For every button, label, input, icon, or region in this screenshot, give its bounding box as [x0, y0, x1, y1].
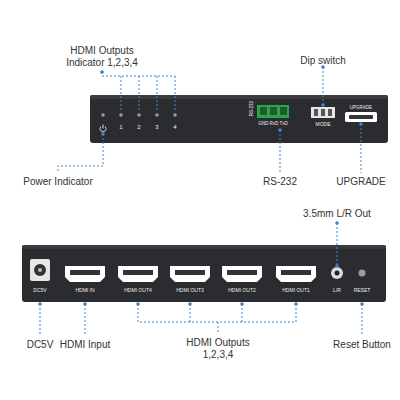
port-marking: UPGRADE	[350, 105, 372, 110]
port-marking: HDMI OUT4	[124, 288, 152, 294]
port-marking: HDMI OUT1	[282, 288, 310, 294]
led-number: 3	[155, 124, 158, 131]
callout-label: HDMI Outputs 1,2,3,4	[178, 337, 258, 360]
callout-label: UPGRADE	[336, 176, 385, 188]
rear-panel	[22, 245, 386, 302]
callout-label: HDMI Input	[60, 339, 111, 351]
callout-label: Dip switch	[300, 55, 346, 67]
callout-label: Reset Button	[333, 339, 391, 351]
dc-jack	[30, 259, 50, 281]
reset-button	[359, 270, 366, 277]
port-marking: DC5V	[33, 288, 46, 294]
callout-label: HDMI Outputs Indicator 1,2,3,4	[54, 45, 150, 68]
port-marking: HDMI OUT3	[176, 288, 204, 294]
led-number: 4	[173, 124, 176, 131]
port-marking: MODE	[316, 122, 331, 128]
port-marking: HDMI OUT2	[228, 288, 256, 294]
callout-label: Power Indicator	[23, 176, 92, 188]
led-number: 1	[119, 124, 122, 131]
front-panel	[90, 95, 388, 143]
port-marking: RS-232	[249, 101, 254, 116]
audio-jack	[331, 267, 343, 279]
terminal-block	[257, 105, 289, 118]
callout-label: DC5V	[27, 339, 54, 351]
terminal-pin	[270, 107, 277, 115]
port-marking: L/R	[333, 288, 341, 294]
port-marking: RESET	[354, 288, 371, 294]
led-number: 2	[137, 124, 140, 131]
callout-label: 3.5mm L/R Out	[303, 208, 371, 220]
port-marking: HDMI IN	[75, 288, 94, 294]
dip-switch	[311, 107, 335, 118]
terminal-pin	[280, 107, 287, 115]
upgrade-port	[345, 112, 377, 122]
led-row	[101, 113, 177, 117]
panel-edge	[90, 95, 388, 99]
terminal-pin	[260, 107, 267, 115]
callout-label: RS-232	[263, 176, 297, 188]
hdmi-ports	[65, 266, 316, 282]
power-symbol	[100, 125, 106, 132]
leader-lines	[40, 67, 362, 336]
port-marking: GND RxD TxD	[258, 121, 287, 126]
